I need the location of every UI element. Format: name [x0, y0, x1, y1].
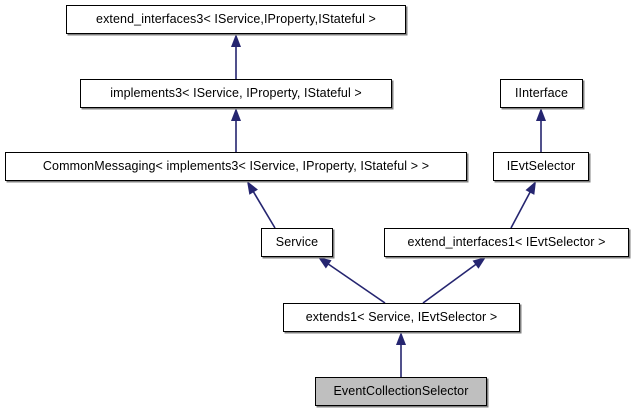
class-node-iinterface[interactable]: IInterface: [500, 79, 583, 108]
arrow-head-icon: [525, 181, 536, 195]
inheritance-arrow: [231, 34, 241, 79]
class-node-label: extends1< Service, IEvtSelector >: [305, 310, 498, 325]
class-node-extend_interfaces3[interactable]: extend_interfaces3< IService,IProperty,I…: [66, 5, 406, 34]
arrow-head-icon: [231, 108, 241, 121]
inheritance-arrow: [536, 108, 546, 152]
class-node-label: IInterface: [514, 86, 569, 101]
inheritance-arrow: [396, 332, 406, 377]
inheritance-arrow: [231, 108, 241, 152]
class-node-label: Service: [275, 235, 319, 250]
inheritance-arrow: [247, 181, 276, 229]
class-node-extend_interfaces1[interactable]: extend_interfaces1< IEvtSelector >: [384, 228, 629, 257]
class-node-extends1[interactable]: extends1< Service, IEvtSelector >: [283, 303, 520, 332]
class-node-label: CommonMessaging< implements3< IService, …: [42, 159, 430, 174]
class-node-label: EventCollectionSelector: [333, 384, 469, 399]
inheritance-arrow: [318, 257, 386, 304]
class-node-label: extend_interfaces1< IEvtSelector >: [407, 235, 606, 250]
class-node-implements3[interactable]: implements3< IService, IProperty, IState…: [80, 79, 392, 108]
inheritance-arrow: [510, 181, 536, 229]
class-node-commonmessaging[interactable]: CommonMessaging< implements3< IService, …: [5, 152, 467, 181]
inheritance-arrow: [422, 257, 486, 304]
class-node-ievtselector[interactable]: IEvtSelector: [493, 152, 589, 181]
arrow-head-icon: [231, 34, 241, 47]
arrow-head-icon: [536, 108, 546, 121]
class-node-eventcollectionselector[interactable]: EventCollectionSelector: [315, 377, 487, 406]
arrow-head-icon: [318, 257, 332, 269]
class-node-label: extend_interfaces3< IService,IProperty,I…: [96, 12, 376, 27]
class-node-label: implements3< IService, IProperty, IState…: [110, 86, 362, 101]
class-node-service[interactable]: Service: [261, 228, 333, 257]
arrow-head-icon: [396, 332, 406, 345]
arrow-head-icon: [472, 257, 486, 269]
class-node-label: IEvtSelector: [506, 159, 576, 174]
arrow-head-icon: [247, 181, 258, 195]
